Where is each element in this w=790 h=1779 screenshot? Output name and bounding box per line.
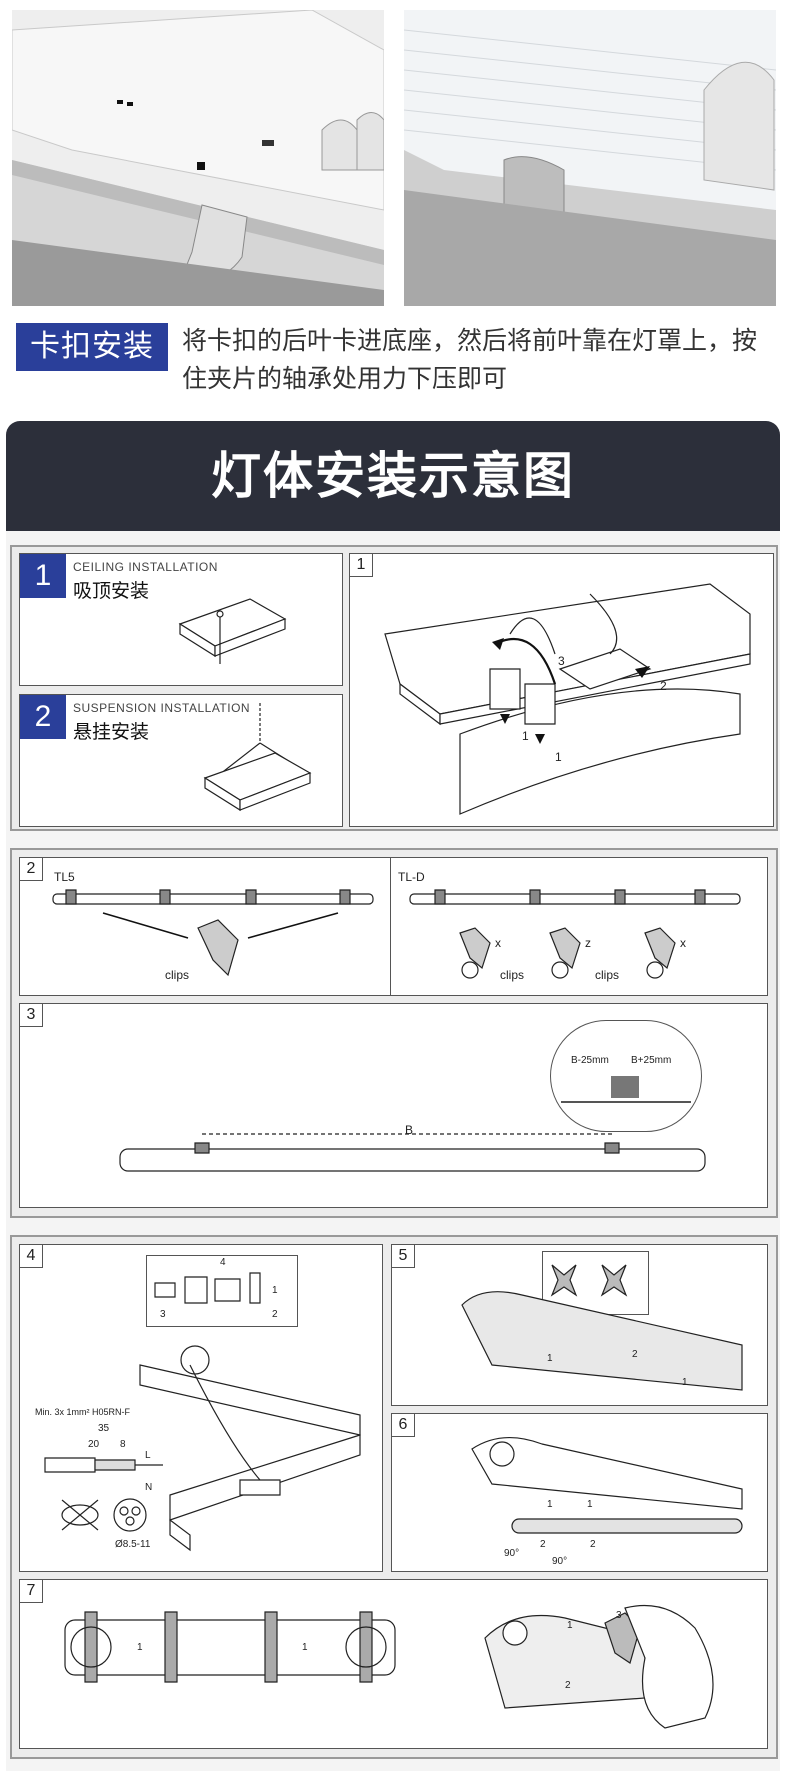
ceiling-install-cn: 吸顶安装 [73,580,150,602]
step7-arrow-label-1a: 1 [137,1642,143,1653]
step7-hand-drawing [475,1588,745,1738]
ceiling-install-number: 1 [20,554,66,598]
step4-gland-drawing [150,1263,290,1318]
step7-box: 7 1 1 1 2 3 [19,1579,768,1749]
step1-arrow-label-2: 2 [660,679,667,693]
step7-arrow-label-1c: 1 [567,1620,573,1631]
suspension-install-cn: 悬挂安装 [73,721,150,743]
step2-axis-z: z [585,936,591,950]
step4-number: 4 [20,1245,43,1268]
step2-box: 2 TL5 TL-D clips clips clips x z x [19,857,768,996]
step4-terminal-l: L [145,1450,151,1461]
suspension-install-box: 2 SUSPENSION INSTALLATION 悬挂安装 [19,694,343,827]
step7-number: 7 [20,1580,43,1603]
clip-install-tag: 卡扣安装 [16,323,168,371]
step1-arrow-label-1b: 1 [555,750,562,764]
step5-arrow-label-2: 2 [632,1349,638,1360]
step5-arrow-label-1a: 1 [547,1353,553,1364]
step3-fixture-drawing [115,1129,715,1189]
step4-fixture-drawing [130,1335,375,1560]
step6-arrow-label-1b: 1 [587,1499,593,1510]
step1-wiring-drawing [380,574,760,814]
step4-cross-section-drawing [60,1495,150,1535]
step1-arrow-label-3: 3 [558,654,565,668]
step4-diameter: Ø8.5-11 [115,1539,151,1550]
step5-fixture-drawing [452,1265,752,1395]
ceiling-install-en: CEILING INSTALLATION [73,560,218,574]
photo-clip-diffuser [404,10,776,306]
step6-arrow-label-2a: 2 [540,1539,546,1550]
step3-detail-bracket [611,1076,639,1098]
step3-box: 3 B B-25mm B+25mm [19,1003,768,1208]
step5-box: 5 1 2 1 [391,1244,768,1406]
lamp-base-photo-illustration [12,10,384,306]
step4-cable-spec: Min. 3x 1mm² H05RN-F [35,1407,131,1417]
step2-tl5-label: TL5 [54,870,75,884]
step4-terminal-n: N [145,1482,153,1493]
step2-tld-label: TL-D [398,870,425,884]
ceiling-bracket-drawing [170,594,300,674]
step1-box: 1 3 2 1 1 [349,553,774,827]
step2-clips-text-right: clips [595,968,620,982]
clip-install-description: 将卡扣的后叶卡进底座，然后将前叶靠在灯罩上，按住夹片的轴承处用力下压即可 [182,326,758,393]
step6-number: 6 [392,1414,415,1437]
step1-arrow-label-1a: 1 [522,729,529,743]
banner-title: 灯体安装示意图 [211,447,575,505]
photo-clip-closed [12,10,384,306]
step7-arrow-label-3: 3 [616,1610,622,1621]
step6-arrow-label-1a: 1 [547,1499,553,1510]
step6-angle-right: 90° [552,1556,568,1567]
step3-dim-minus: B-25mm [571,1055,609,1066]
step5-arrow-label-1b: 1 [682,1377,688,1388]
section-banner: 灯体安装示意图 [6,421,780,531]
step7-fixture-drawing [60,1600,400,1730]
step6-angle-left: 90° [504,1548,520,1559]
step2-axis-x-2: x [680,936,686,950]
step6-box: 6 90° 90° 1 1 2 2 [391,1413,768,1572]
step4-dim-8: 8 [120,1439,126,1450]
step5-number: 5 [392,1245,415,1268]
step6-fixture-drawing [452,1429,752,1559]
step4-gland-step-1: 1 [272,1285,278,1296]
step6-arrow-label-2b: 2 [590,1539,596,1550]
step4-box: 4 3 4 1 2 Min. 3x 1mm² H05RN-F 35 20 8 L [19,1244,383,1572]
step2-number: 2 [20,858,43,881]
suspension-bracket-drawing [195,703,325,818]
step3-detail-circle: B-25mm B+25mm [550,1020,702,1132]
step4-cable-drawing [45,1450,165,1480]
ceiling-install-box: 1 CEILING INSTALLATION 吸顶安装 [19,553,343,686]
step2-tl5-drawing [48,888,378,983]
step4-gland-step-2: 2 [272,1309,278,1320]
step2-clips-text-left: clips [165,968,190,982]
step3-dim-plus: B+25mm [631,1055,672,1066]
step3-dim-b: B [405,1123,414,1137]
step1-number: 1 [350,554,373,577]
step4-dim-35: 35 [98,1423,110,1434]
step2-axis-x-1: x [495,936,501,950]
step2-divider [390,858,391,995]
step2-tld-drawing [405,888,755,983]
step3-detail-rail [561,1101,691,1103]
step4-dim-20: 20 [88,1439,100,1450]
step4-gland-step-4: 4 [220,1257,226,1268]
step7-arrow-label-2: 2 [565,1680,571,1691]
step3-number: 3 [20,1004,43,1027]
step4-gland-step-3: 3 [160,1309,166,1320]
suspension-install-number: 2 [20,695,66,739]
lamp-diffuser-photo-illustration [404,10,776,306]
step2-clips-text-mid: clips [500,968,525,982]
step7-arrow-label-1b: 1 [302,1642,308,1653]
suspension-install-en: SUSPENSION INSTALLATION [73,701,251,715]
